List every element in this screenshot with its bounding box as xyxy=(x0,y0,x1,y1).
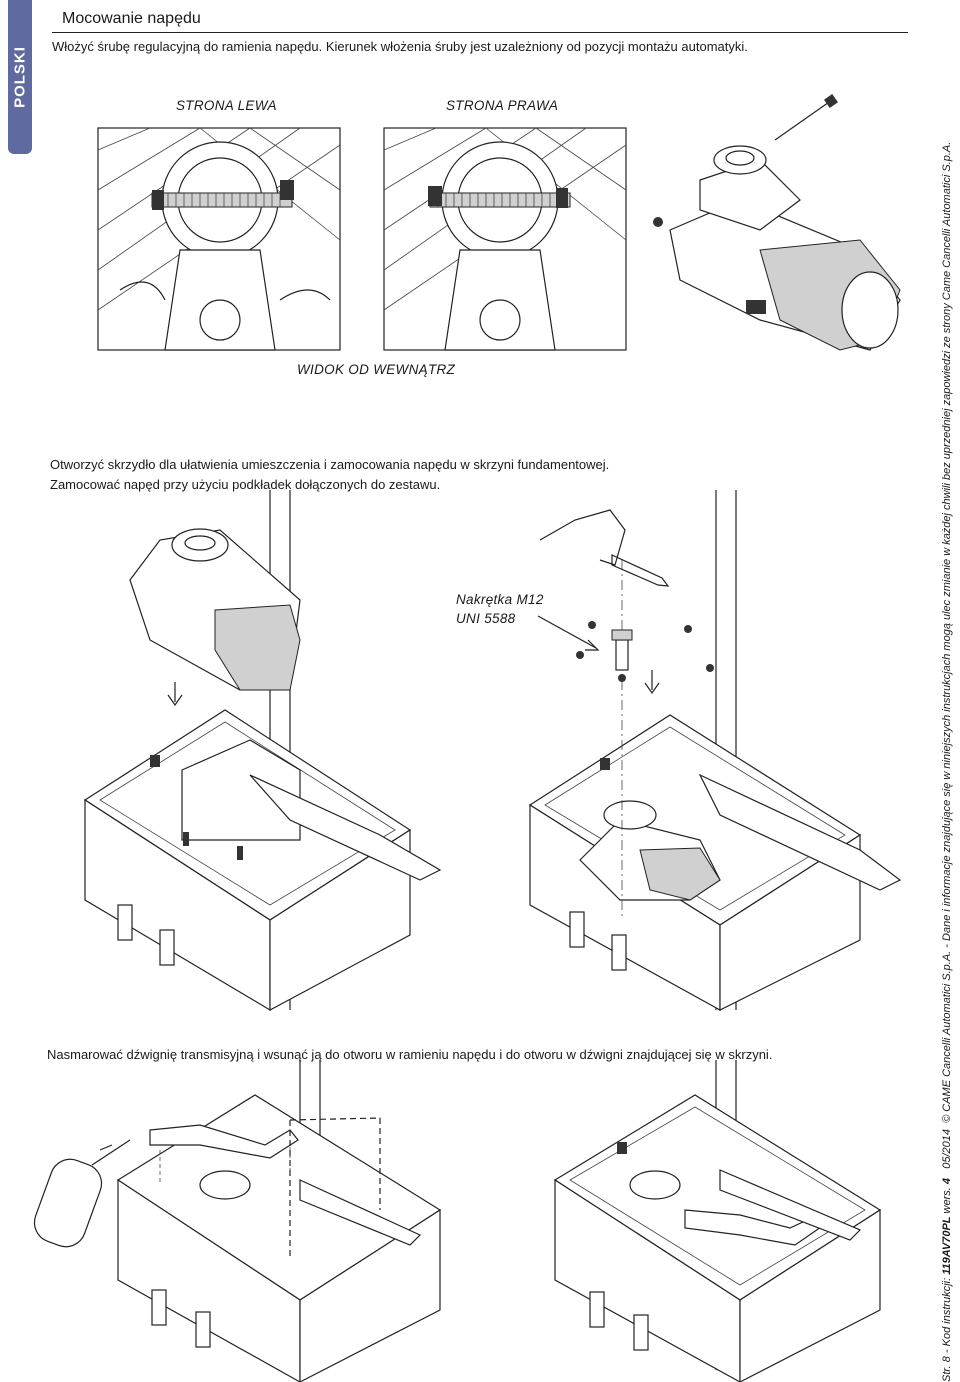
lubrication-left-illustration xyxy=(33,1060,442,1382)
motor-with-adjustment-screw-illustration xyxy=(653,94,901,351)
left-side-detail-illustration xyxy=(97,127,341,351)
language-tab: POLSKI xyxy=(8,0,32,154)
lever-inserted-right-illustration xyxy=(553,1060,882,1382)
inside-view-label: WIDOK OD WEWNĄTRZ xyxy=(297,362,456,377)
section-title: Mocowanie napędu xyxy=(62,10,201,27)
left-side-label: STRONA LEWA xyxy=(176,98,277,113)
foundation-box-right-illustration xyxy=(528,490,902,1012)
intro-text: Włożyć śrubę regulacyjną do ramienia nap… xyxy=(52,39,748,54)
right-side-detail-illustration xyxy=(383,127,627,351)
title-rule xyxy=(52,32,908,33)
foundation-box-left-illustration xyxy=(83,490,442,1012)
step2-line1: Otworzyć skrzydło dla ułatwienia umieszc… xyxy=(50,457,610,472)
nut-label-line1: Nakrętka M12 xyxy=(456,592,544,607)
step3-text: Nasmarować dźwignię transmisyjną i wsuną… xyxy=(47,1047,773,1062)
nut-label-line2: UNI 5588 xyxy=(456,611,516,626)
right-side-label: STRONA PRAWA xyxy=(446,98,559,113)
step2-line2: Zamocować napęd przy użyciu podkładek do… xyxy=(50,477,441,492)
